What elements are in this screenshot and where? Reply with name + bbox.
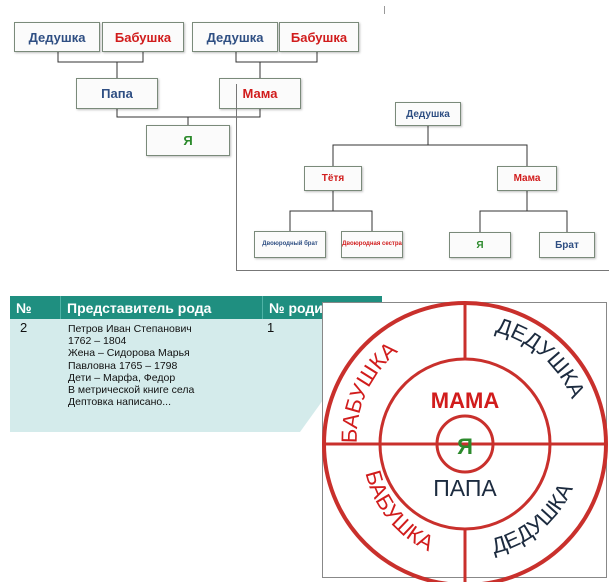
circle-grandma-bottom: БАБУШКА — [360, 467, 438, 556]
tree1-grandma-left-label: Бабушка — [114, 29, 172, 45]
row-num: 2 — [20, 320, 28, 335]
tree1-grandpa-right-box: Дедушка — [192, 22, 278, 52]
table-header-person: Представитель рода — [60, 296, 262, 319]
circle-grandma-top: БАБУШКА — [337, 337, 402, 444]
tree1-grandma-right-label: Бабушка — [290, 29, 348, 45]
tree1-grandma-left-box: Бабушка — [102, 22, 184, 52]
tree2-mom-box: Мама — [497, 166, 557, 191]
tree2-me-box: Я — [449, 232, 511, 258]
tree1-mom-box: Мама — [219, 78, 301, 109]
row-line: Павловна 1765 – 1798 — [68, 359, 178, 372]
tree2-aunt-box: Тётя — [304, 166, 362, 191]
tree2-brother-box: Брат — [539, 232, 595, 258]
circle-dad-label: ПАПА — [433, 475, 497, 501]
tick-mark — [384, 6, 385, 14]
table-header-num: № — [16, 299, 32, 316]
circle-mom-label: МАМА — [431, 388, 500, 413]
tree1-grandpa-left-label: Дедушка — [28, 29, 86, 45]
tree2-frame — [236, 84, 609, 271]
tree2-cousin-sister-label: Двоюродная сестра — [342, 241, 402, 247]
row-line: Дети – Марфа, Федор — [68, 371, 176, 384]
tree2-me-label: Я — [476, 239, 484, 251]
tree2-cousin-brother-box: Двоюродный брат — [254, 231, 326, 258]
row-person-details: Петров Иван Степанович 1762 – 1804 Жена … — [68, 323, 194, 408]
row-line: Петров Иван Степанович — [68, 323, 192, 335]
row-line: Жена – Сидорова Марья — [68, 347, 190, 360]
tree2-brother-label: Брат — [555, 239, 579, 251]
tree2-grandpa-box: Дедушка — [395, 102, 461, 126]
tree1-dad-box: Папа — [76, 78, 158, 109]
tree1-me-label: Я — [183, 133, 193, 148]
row-parent: 1 — [267, 320, 275, 335]
tree2-cousin-brother-label: Двоюродный брат — [262, 241, 318, 247]
row-line: В метрической книге села — [68, 384, 195, 397]
tree2-grandpa-label: Дедушка — [406, 108, 450, 120]
tree2-cousin-sister-box: Двоюродная сестра — [341, 231, 403, 258]
row-line: 1762 – 1804 — [68, 335, 127, 348]
tree1-grandpa-right-label: Дедушка — [206, 29, 264, 45]
tree2-aunt-label: Тётя — [321, 173, 345, 184]
tree1-mom-label: Мама — [242, 86, 278, 101]
tree1-grandpa-left-box: Дедушка — [14, 22, 100, 52]
tree1-grandma-right-box: Бабушка — [279, 22, 359, 52]
circle-me-label: Я — [457, 434, 473, 459]
tree1-me-box: Я — [146, 125, 230, 156]
tree2-mom-label: Мама — [513, 173, 541, 184]
row-line: Дептовка написано... — [68, 396, 171, 409]
tree1-dad-label: Папа — [101, 86, 133, 101]
